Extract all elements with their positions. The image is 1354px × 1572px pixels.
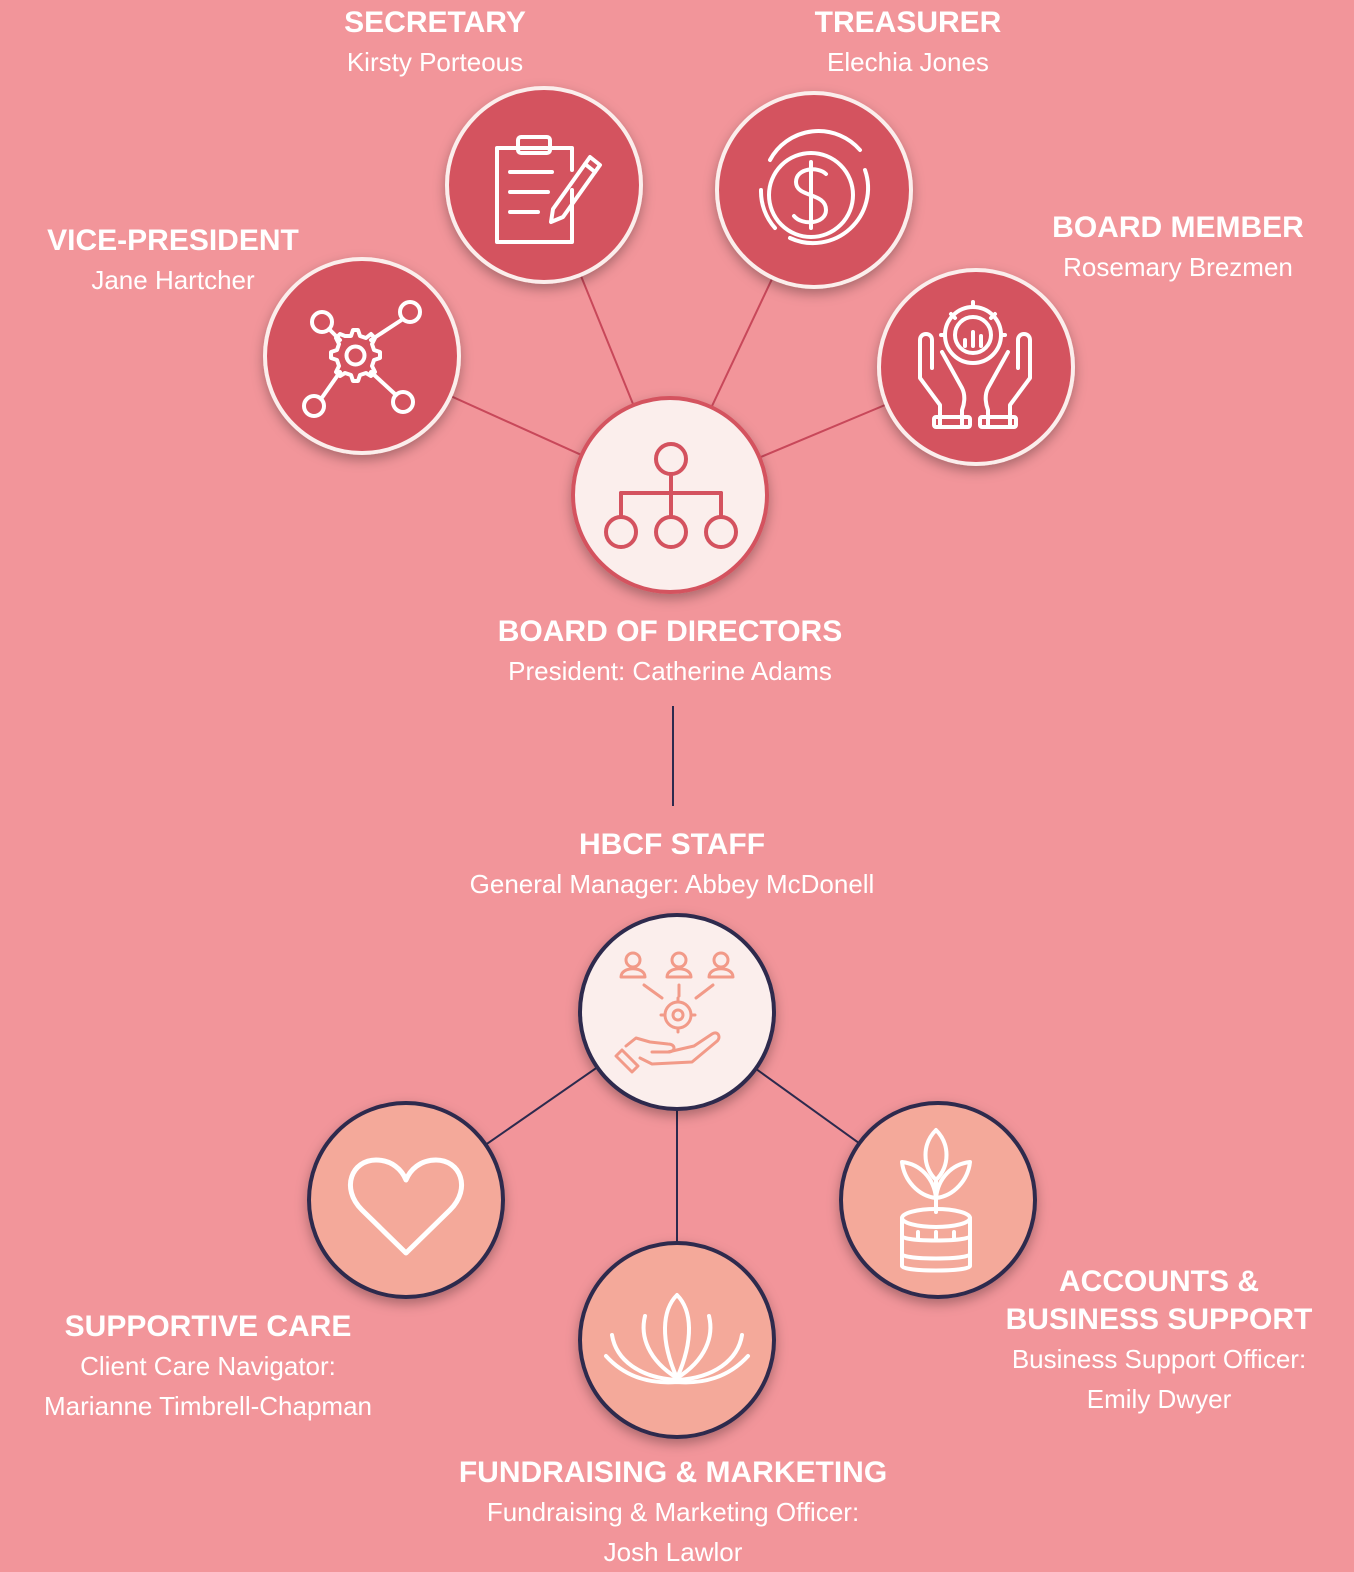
vice-president-node [263, 257, 461, 455]
fundraising-title: FUNDRAISING & MARKETING [458, 1456, 888, 1489]
vice-president-name: Jane Hartcher [91, 265, 255, 295]
supportive-care-circle [307, 1101, 505, 1299]
team-management-icon [614, 951, 735, 1074]
supportive-care-name: Marianne Timbrell-Chapman [43, 1391, 373, 1421]
supportive-care-node [307, 1101, 505, 1299]
fundraising-name: Josh Lawlor [603, 1537, 743, 1567]
treasurer-label: TREASURER Elechia Jones [815, 4, 1002, 82]
board-member-node [877, 268, 1075, 466]
org-chart-icon [604, 442, 738, 549]
lotus-icon [604, 1293, 750, 1385]
board-center-subtitle: President: Catherine Adams [508, 656, 832, 686]
treasurer-node [715, 91, 913, 289]
staff-center-circle [578, 913, 776, 1111]
plant-coins-icon [900, 1128, 972, 1273]
hands-gear-icon [918, 300, 1032, 429]
staff-center-subtitle: General Manager: Abbey McDonell [469, 869, 875, 899]
treasurer-name: Elechia Jones [827, 47, 989, 77]
board-member-circle [877, 268, 1075, 466]
fundraising-label: FUNDRAISING & MARKETING Fundraising & Ma… [459, 1454, 887, 1572]
network-icon [302, 300, 422, 418]
accounts-role: Business Support Officer: [1011, 1344, 1307, 1374]
board-center-node [571, 396, 769, 594]
secretary-title: SECRETARY [344, 6, 526, 39]
staff-center-label: HBCF STAFF General Manager: Abbey McDone… [470, 826, 875, 904]
vice-president-label: VICE-PRESIDENT Jane Hartcher [47, 222, 299, 300]
board-member-label: BOARD MEMBER Rosemary Brezmen [1052, 209, 1304, 287]
supportive-care-title: SUPPORTIVE CARE [64, 1310, 352, 1343]
clipboard-pencil-icon [495, 135, 602, 244]
accounts-title-line2: BUSINESS SUPPORT [1005, 1303, 1313, 1336]
heart-icon [348, 1157, 464, 1256]
treasurer-title: TREASURER [814, 6, 1002, 39]
fundraising-node [578, 1241, 776, 1439]
accounts-label: ACCOUNTS & BUSINESS SUPPORT Business Sup… [1006, 1263, 1313, 1419]
dollar-coin-icon [758, 129, 871, 246]
secretary-circle [445, 86, 643, 284]
vice-president-title: VICE-PRESIDENT [47, 224, 299, 257]
vice-president-circle [263, 257, 461, 455]
secretary-name: Kirsty Porteous [346, 47, 524, 77]
secretary-node [445, 86, 643, 284]
supportive-care-label: SUPPORTIVE CARE Client Care Navigator: M… [44, 1308, 372, 1426]
accounts-title-line1: ACCOUNTS & [1058, 1265, 1259, 1298]
board-member-name: Rosemary Brezmen [1063, 252, 1293, 282]
accounts-name: Emily Dwyer [1086, 1384, 1232, 1414]
supportive-care-role: Client Care Navigator: [80, 1351, 336, 1381]
accounts-node [839, 1101, 1037, 1299]
staff-center-title: HBCF STAFF [578, 828, 766, 861]
secretary-label: SECRETARY Kirsty Porteous [344, 4, 526, 82]
board-member-title: BOARD MEMBER [1052, 211, 1304, 244]
staff-center-node [578, 913, 776, 1111]
fundraising-circle [578, 1241, 776, 1439]
treasurer-circle [715, 91, 913, 289]
fundraising-role: Fundraising & Marketing Officer: [486, 1497, 860, 1527]
board-center-title: BOARD OF DIRECTORS [497, 615, 843, 648]
board-center-label: BOARD OF DIRECTORS President: Catherine … [498, 613, 842, 691]
